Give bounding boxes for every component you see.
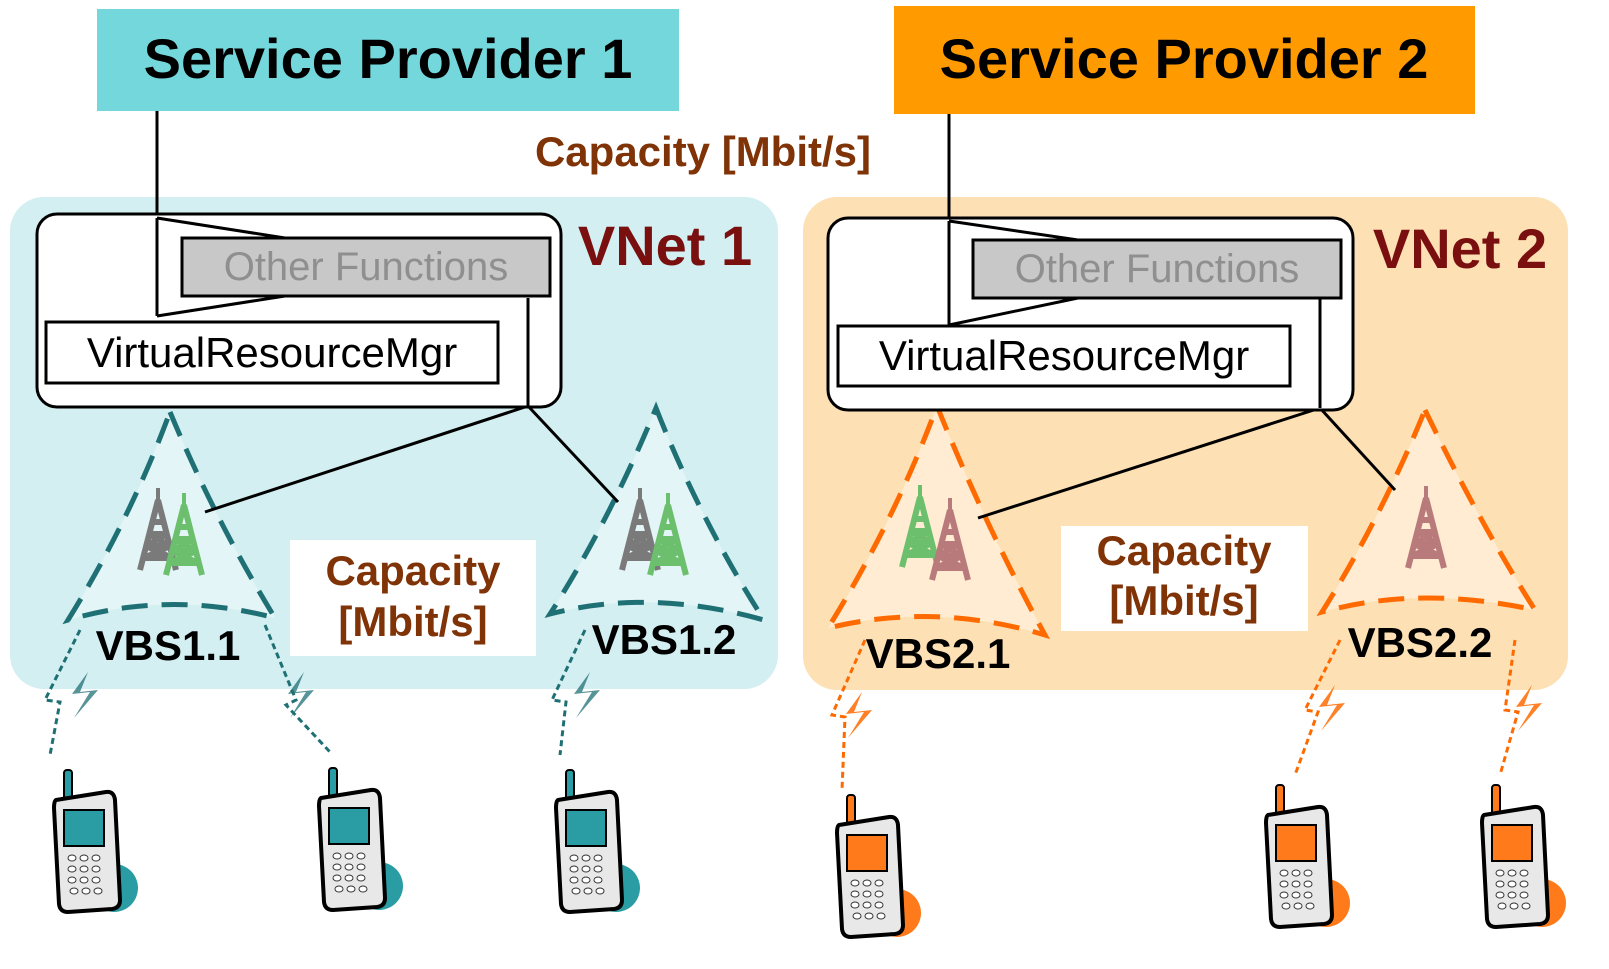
other-functions-box-2 — [971, 238, 1343, 300]
vnet-2-cells — [822, 399, 1542, 791]
vbs2-1-label: VBS2.1 — [866, 630, 1011, 677]
vbs1-2-label: VBS1.2 — [592, 616, 737, 663]
handset-icon — [52, 768, 140, 914]
handset-icon — [835, 793, 923, 939]
capacity-box-1 — [290, 540, 536, 656]
vbs1-1-label: VBS1.1 — [96, 622, 241, 669]
vbs2-2-label: VBS2.2 — [1348, 619, 1493, 666]
handset-icon — [1264, 783, 1352, 929]
vnet-1-cells — [42, 401, 770, 756]
capacity-box-1-line2: [Mbit/s] — [338, 598, 487, 645]
capacity-box-2-line2: [Mbit/s] — [1109, 577, 1258, 624]
vnet-2-handsets — [835, 783, 1568, 939]
virtual-resource-mgr-box-1 — [44, 320, 500, 385]
other-functions-label-1: Other Functions — [224, 245, 509, 289]
service-provider-2-label: Service Provider 2 — [940, 27, 1429, 90]
service-provider-1-box — [97, 9, 679, 111]
cell-vbs2-1 — [822, 399, 1051, 791]
handset-icon — [554, 768, 642, 914]
service-provider-1-label: Service Provider 1 — [144, 27, 633, 90]
handset-icon — [1480, 783, 1568, 929]
capacity-box-2-line1: Capacity — [1096, 527, 1272, 574]
other-functions-label-2: Other Functions — [1015, 247, 1300, 291]
capacity-box-2 — [1061, 526, 1308, 631]
other-functions-box-1 — [180, 236, 552, 298]
virtual-resource-mgr-label-1: VirtualResourceMgr — [87, 329, 457, 376]
service-provider-2-box — [894, 6, 1475, 114]
cell-vbs1-1 — [42, 405, 332, 756]
vnet-1-label: VNet 1 — [578, 214, 752, 277]
vnet-1-handsets — [52, 766, 642, 914]
capacity-top-label: Capacity [Mbit/s] — [535, 128, 871, 175]
virtual-resource-mgr-label-2: VirtualResourceMgr — [879, 332, 1249, 379]
vnet-2-label: VNet 2 — [1373, 217, 1547, 280]
handset-icon — [317, 766, 405, 912]
virtual-resource-mgr-box-2 — [836, 324, 1292, 388]
cell-vbs2-2 — [1293, 403, 1542, 776]
capacity-box-1-line1: Capacity — [325, 547, 501, 594]
cell-vbs1-2 — [544, 401, 770, 756]
